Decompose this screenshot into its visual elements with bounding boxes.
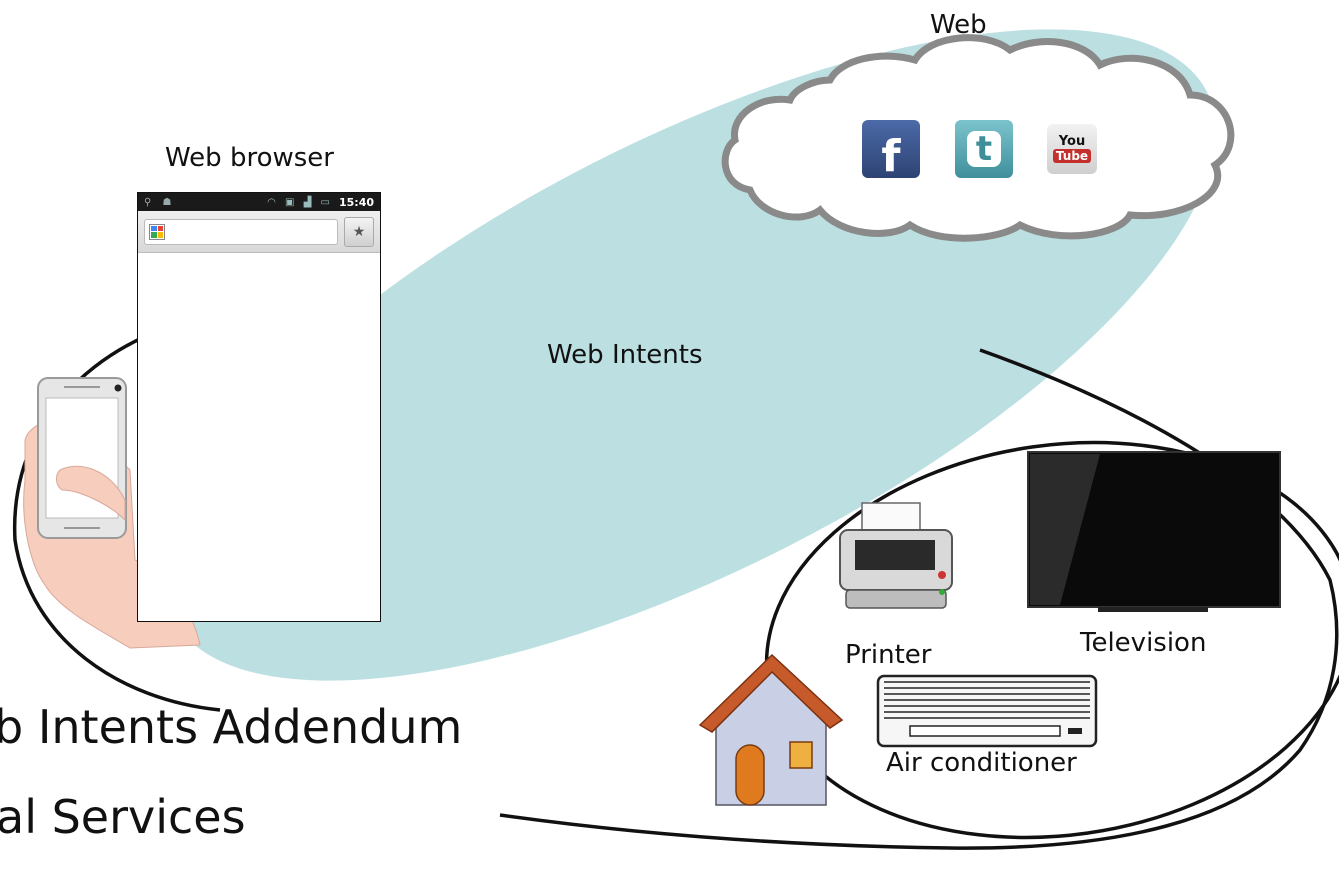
label-web-browser: Web browser bbox=[165, 143, 334, 173]
label-web: Web bbox=[930, 10, 987, 40]
favicon-icon bbox=[149, 223, 165, 240]
youtube-you-text: You bbox=[1058, 134, 1086, 149]
title-line-2: al Services bbox=[0, 790, 246, 844]
bookmark-star-icon: ★ bbox=[352, 223, 366, 240]
label-web-intents: Web Intents bbox=[547, 340, 703, 370]
web-browser-mockup: ⚲ ☗ ◠ ▣ ▟ ▭ 15:40 ★ bbox=[137, 192, 381, 622]
url-bar: ★ bbox=[138, 211, 380, 253]
usb-android-icons: ⚲ ☗ bbox=[144, 196, 176, 208]
youtube-tube-text: Tube bbox=[1052, 149, 1092, 163]
label-printer: Printer bbox=[845, 640, 932, 670]
status-bar: ⚲ ☗ ◠ ▣ ▟ ▭ 15:40 bbox=[138, 193, 380, 211]
television-device bbox=[1027, 451, 1281, 612]
facebook-icon: f bbox=[862, 120, 920, 182]
twitter-icon: t bbox=[955, 120, 1013, 178]
signal-icons: ◠ ▣ ▟ ▭ bbox=[267, 196, 333, 208]
youtube-icon: You Tube bbox=[1047, 124, 1097, 174]
title-line-1: b Intents Addendum bbox=[0, 700, 463, 754]
bookmark-button[interactable]: ★ bbox=[344, 216, 374, 247]
printer-device bbox=[839, 502, 953, 609]
status-time: 15:40 bbox=[338, 195, 374, 209]
air-conditioner-device bbox=[876, 674, 1098, 748]
label-television: Television bbox=[1080, 628, 1207, 658]
house-icon bbox=[698, 653, 844, 806]
label-air-conditioner: Air conditioner bbox=[886, 748, 1077, 778]
address-field[interactable] bbox=[144, 218, 338, 245]
twitter-glyph: t bbox=[967, 129, 1001, 169]
facebook-glyph: f bbox=[881, 131, 901, 182]
